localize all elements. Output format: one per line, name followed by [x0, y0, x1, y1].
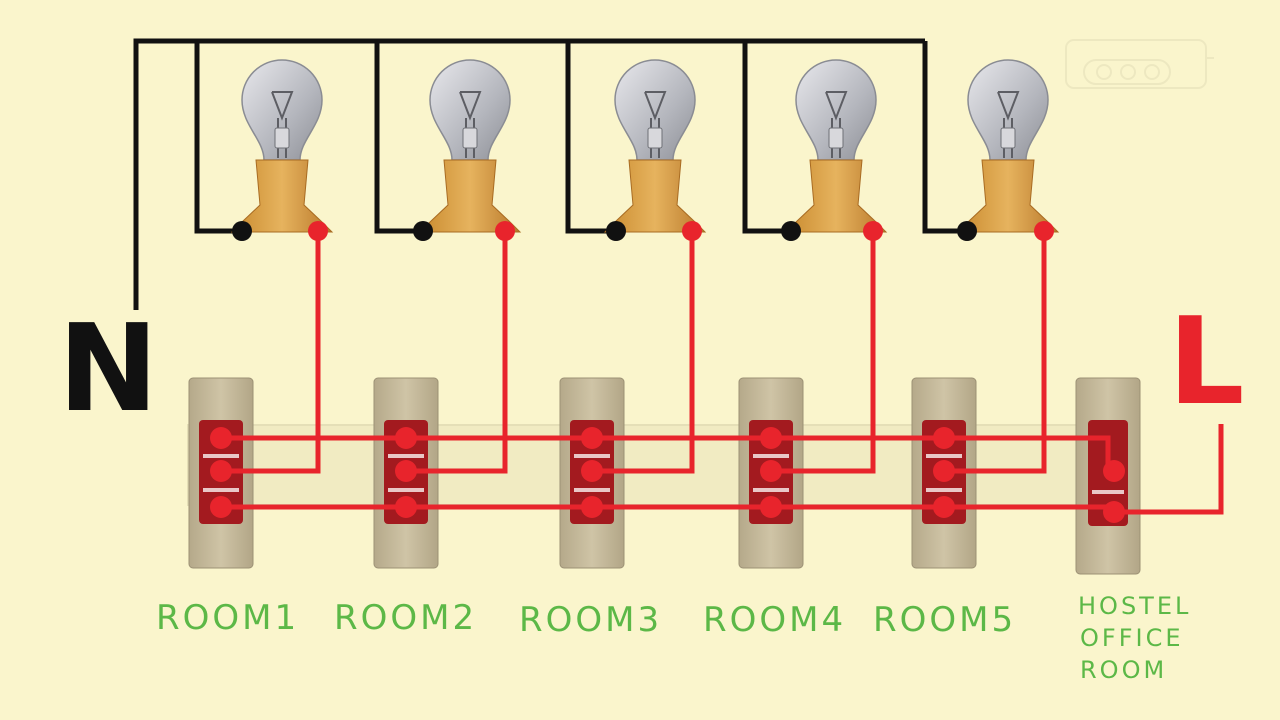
light-bulb-icon	[956, 59, 1060, 233]
switched-live-wire	[406, 231, 508, 474]
neutral-main-wire	[133, 38, 925, 310]
bulb-glass	[795, 59, 877, 161]
light-bulb-icon	[418, 59, 522, 233]
office-label-line2: OFFICE	[1080, 624, 1184, 652]
switch-terminal-dot	[395, 496, 417, 518]
switch-terminal-dot	[395, 460, 417, 482]
switch-separator	[926, 488, 962, 492]
neutral-drop-wire	[742, 41, 791, 234]
switch-terminal-dot	[581, 427, 603, 449]
neutral-terminal-dot	[781, 221, 801, 241]
bulb-filament	[825, 91, 848, 121]
switch-terminal-dot	[760, 460, 782, 482]
room-label-3: ROOM3	[519, 600, 663, 640]
lamp-holder	[603, 159, 707, 233]
switch-separator	[203, 454, 239, 458]
switch-terminal-dot	[760, 496, 782, 518]
lamp-holder	[418, 159, 522, 233]
switch-row	[188, 377, 1141, 575]
switch-separator	[1092, 490, 1124, 494]
switch-separator	[574, 454, 610, 458]
switch-terminal-dot	[933, 496, 955, 518]
bulb-filament	[271, 91, 294, 121]
bulb-filament	[459, 91, 482, 121]
switch-terminal-dot	[760, 427, 782, 449]
live-label: L	[1168, 293, 1245, 432]
bulb-glass	[429, 59, 511, 161]
switch-terminal-dot	[581, 496, 603, 518]
room-label-4: ROOM4	[703, 600, 847, 640]
switch-separator	[574, 488, 610, 492]
bulb-filament	[644, 91, 667, 121]
live-terminal-dot	[495, 221, 515, 241]
bulb-glass	[967, 59, 1049, 161]
terminal-dots	[210, 221, 1125, 523]
switch-terminal-dot	[581, 460, 603, 482]
light-bulb-icon	[784, 59, 888, 233]
live-bus-top	[221, 435, 1111, 471]
live-terminal-dot	[1034, 221, 1054, 241]
switch-terminal-dot	[210, 460, 232, 482]
live-terminal-dot	[308, 221, 328, 241]
bulb-neck	[647, 127, 663, 149]
lamp-holder	[956, 159, 1060, 233]
switch-terminal-dot	[210, 427, 232, 449]
switch-separator	[926, 454, 962, 458]
office-label-line3: ROOM	[1080, 656, 1168, 684]
neutral-terminal-dot	[413, 221, 433, 241]
office-label-line1: HOSTEL	[1078, 592, 1192, 620]
office-terminal-dot	[1103, 501, 1125, 523]
neutral-wires	[133, 38, 967, 310]
room-label-5: ROOM5	[873, 600, 1017, 640]
switch-terminal-dot	[933, 427, 955, 449]
room-label-2: ROOM2	[334, 598, 478, 638]
switch-separator	[388, 454, 424, 458]
switch-separator	[753, 454, 789, 458]
switched-live-wire	[221, 231, 321, 474]
switched-live-wire	[771, 231, 876, 474]
switched-live-wire	[592, 231, 695, 474]
lamp-holder	[784, 159, 888, 233]
neutral-drop-wire	[922, 41, 967, 234]
switched-live-wire	[944, 231, 1047, 474]
switch-separator	[388, 488, 424, 492]
neutral-terminal-dot	[957, 221, 977, 241]
switch-terminal-dot	[933, 460, 955, 482]
bulb-neck	[828, 127, 844, 149]
live-terminal-dot	[682, 221, 702, 241]
bulb-glass	[241, 59, 323, 161]
bulb-neck	[1000, 127, 1016, 149]
watermark-logo	[1065, 39, 1214, 89]
switch-terminal-dot	[395, 427, 417, 449]
switch-separator	[203, 488, 239, 492]
bulb-neck	[274, 127, 290, 149]
bulb-glass	[614, 59, 696, 161]
switch-terminal-dot	[210, 496, 232, 518]
neutral-terminal-dot	[232, 221, 252, 241]
room-label-1: ROOM1	[156, 598, 300, 638]
neutral-terminal-dot	[606, 221, 626, 241]
neutral-drop-wire	[194, 41, 242, 234]
live-terminal-dot	[863, 221, 883, 241]
neutral-drop-wire	[374, 41, 423, 234]
office-terminal-dot	[1103, 460, 1125, 482]
light-bulb-icon	[230, 59, 334, 233]
neutral-drop-wire	[565, 41, 616, 234]
switch-separator	[753, 488, 789, 492]
lamp-holder	[230, 159, 334, 233]
neutral-label: N	[58, 300, 159, 439]
live-wires	[221, 231, 1224, 515]
bulb-neck	[462, 127, 478, 149]
light-bulb-icon	[603, 59, 707, 233]
bulb-filament	[997, 91, 1020, 121]
lamp-row	[230, 59, 1060, 233]
